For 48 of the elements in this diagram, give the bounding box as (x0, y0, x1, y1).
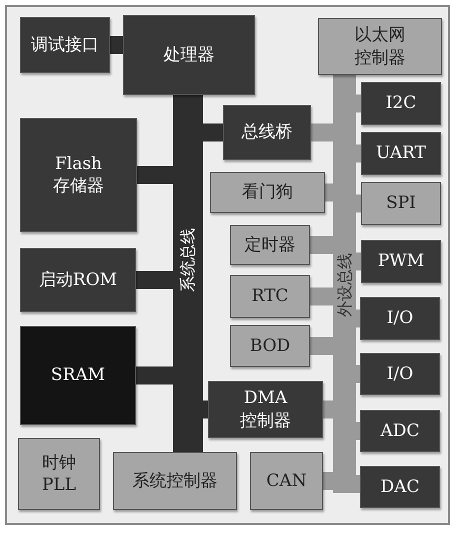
bus-connector (110, 36, 123, 54)
module-box: I2C (361, 82, 441, 125)
bus-connector (310, 236, 333, 254)
bus-connector (356, 94, 361, 112)
module-box: DMA 控制器 (208, 381, 323, 438)
bus-connector (310, 337, 333, 355)
bus-connector (323, 400, 333, 418)
bus-connector (136, 366, 173, 384)
bus-connector (356, 310, 360, 328)
bus-connector (356, 144, 361, 162)
module-box: ADC (360, 410, 440, 452)
module-box: SPI (361, 182, 441, 225)
bus-connector (356, 475, 360, 493)
module-box: SRAM (20, 326, 136, 425)
bus-bar (333, 75, 356, 493)
bus-connector (356, 194, 361, 212)
module-box: UART (361, 132, 441, 175)
module-box: I/O (360, 353, 440, 395)
module-box: Flash 存储器 (20, 118, 137, 232)
bus-connector (203, 400, 208, 418)
module-box: 启动ROM (20, 248, 136, 312)
bus-connector (325, 184, 333, 202)
bus-connector (310, 288, 333, 306)
bus-connector (356, 365, 360, 383)
module-box: RTC (230, 275, 310, 318)
bus-connector (323, 472, 333, 490)
module-box: DAC (360, 466, 440, 508)
bus-connector (203, 124, 223, 142)
bus-connector (356, 252, 361, 270)
module-box: BOD (230, 325, 310, 367)
bus-label: 系统总线 (177, 227, 198, 294)
bus-connector (311, 124, 333, 142)
module-box: 调试接口 (20, 17, 110, 73)
module-box: 时钟 PLL (18, 438, 100, 510)
bus-connector (137, 166, 173, 184)
module-box: I/O (360, 297, 440, 340)
bus-connector (136, 271, 173, 289)
module-box: 定时器 (230, 225, 310, 265)
bus-label: 外设总线 (334, 252, 354, 319)
module-box: 总线桥 (223, 105, 311, 160)
module-box: PWM (361, 240, 441, 283)
module-box: 以太网控制器 (318, 18, 442, 75)
module-box: 处理器 (123, 15, 255, 95)
module-box: 看门狗 (210, 172, 325, 213)
bus-bar (173, 95, 203, 452)
module-box: 系统控制器 (113, 452, 237, 510)
bus-connector (356, 422, 360, 440)
module-box: CAN (250, 452, 323, 510)
